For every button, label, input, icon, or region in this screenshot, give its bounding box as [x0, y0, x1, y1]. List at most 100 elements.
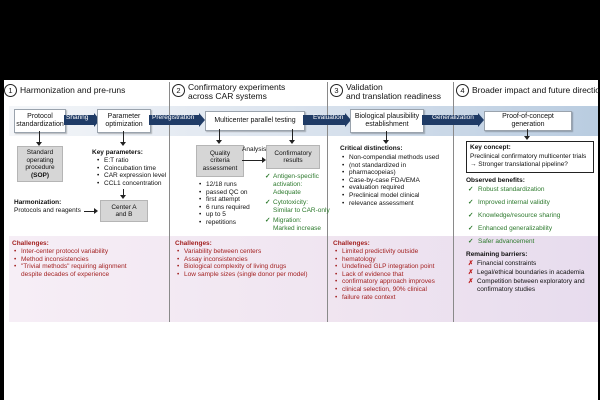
col2-challenges-title: Challenges: [175, 240, 212, 247]
sop-line1: Standard [26, 149, 54, 156]
col1-challenges-title: Challenges: [12, 240, 49, 247]
concept-arrowhead [524, 136, 530, 140]
benefit-item: Improved internal validity [478, 199, 550, 206]
params-connector [123, 131, 124, 144]
cross-icon: ✗ [468, 278, 474, 285]
qc-result-cont: repetitions [199, 219, 250, 227]
barrier-item: Financial constraints [477, 260, 537, 267]
sharing-label: Sharing [66, 114, 89, 121]
crit-text: relevance assessment [349, 199, 414, 207]
result-1-l2: activation: [273, 181, 303, 188]
col1-challenge-cont: despite decades of experience [21, 271, 110, 278]
challenge-cont: failure rate context [335, 294, 435, 302]
qc-results-list: 12/18 runs passed QC on first attempt 6 … [199, 181, 250, 227]
sop-box: Standard operating procedure (SOP) [17, 146, 63, 182]
qc-result-cont: first attempt [199, 196, 250, 204]
crit-text: (not standardized in [349, 161, 407, 169]
crit-cont: pharmacopeias) [342, 169, 439, 177]
quality-criteria-box: Quality criteria assessment [196, 145, 244, 177]
param-opt-line2: optimization [105, 121, 143, 128]
center-ab-box: Center A and B [100, 200, 148, 222]
key-param-item: CCL1 concentration [97, 180, 166, 188]
check-icon: ✓ [265, 217, 271, 224]
column-divider-2 [327, 82, 328, 322]
key-concept-line2: → Stronger translational pipeline? [470, 161, 568, 168]
sop-line4: (SOP) [30, 171, 50, 179]
key-parameters-title: Key parameters: [92, 149, 143, 156]
step-3-number: 3 [330, 84, 343, 97]
challenge-item: "Trivial methods" requiring alignment [14, 263, 127, 271]
challenge-text: hematology [342, 255, 376, 263]
challenge-text: failure rate context [342, 293, 396, 301]
qc-line1: Quality [209, 149, 231, 157]
crit-connector [386, 131, 387, 142]
qc-result-text: first attempt [206, 196, 240, 204]
qc-result-text: repetitions [206, 218, 236, 226]
center-arrowhead [120, 195, 126, 199]
harmonization-connector [84, 211, 94, 212]
critical-distinctions-list: Non-compendial methods used (not standar… [342, 154, 439, 207]
challenge-item: Inter-center protocol variability [14, 248, 127, 256]
biological-plausibility-box: Biological plausibility establishment [350, 109, 424, 133]
confirm-line2: results [283, 157, 303, 164]
params-arrowhead [120, 142, 126, 146]
step-4-number: 4 [456, 84, 469, 97]
challenge-item: Limited predictivity outside [335, 248, 435, 256]
analysis-label: Analysis [242, 146, 267, 153]
sop-line2: operating [26, 156, 54, 164]
check-icon: ✓ [468, 212, 474, 219]
qc-line3: assessment [202, 164, 238, 172]
challenge-item: Assay inconsistencies [177, 256, 308, 264]
center-ab-line1: Center A [111, 203, 137, 211]
crit-text: evaluation required [349, 184, 405, 192]
preregistration-arrow [149, 113, 205, 127]
crit-item: Case-by-case FDA/EMA [342, 177, 439, 185]
evaluation-label: Evaluation [313, 114, 344, 121]
challenge-item: Method inconsistencies [14, 256, 127, 264]
qc-connector [219, 129, 220, 142]
qc-result-cont: up to 5 [199, 211, 250, 219]
check-icon: ✓ [468, 225, 474, 232]
check-icon: ✓ [468, 238, 474, 245]
multicenter-testing-box: Multicenter parallel testing [205, 111, 305, 131]
crit-cont: (not standardized in [342, 162, 439, 170]
key-param-item: CAR expression level [97, 172, 166, 180]
sop-line3: procedure [25, 164, 55, 171]
qc-result-text: passed QC on [206, 188, 248, 196]
challenge-item: Low sample sizes (single donor per model… [177, 271, 308, 279]
center-connector [123, 189, 124, 196]
check-icon: ✓ [265, 199, 271, 206]
crit-item: Preclinical model clinical [342, 192, 439, 200]
step-2-title-line2: across CAR systems [188, 91, 267, 101]
step-2-number: 2 [172, 84, 185, 97]
result-1-l1: Antigen-specific [273, 173, 319, 180]
step-4-title: Broader impact and future directions [472, 85, 600, 95]
result-3-l1: Migration: [273, 217, 302, 224]
cross-icon: ✗ [468, 260, 474, 267]
challenge-cont: confirmatory approach improves [335, 278, 435, 286]
generalization-arrow [422, 113, 484, 127]
protocol-std-line2: standardization [16, 121, 64, 128]
qc-result-item: 6 runs required [199, 204, 250, 212]
result-2-l1: Cytotoxicity: [273, 199, 309, 206]
challenge-item: Lack of evidence that [335, 271, 435, 279]
challenge-cont: clinical selection, 90% clinical [335, 286, 435, 294]
analysis-arrowhead [262, 157, 266, 163]
bio-plaus-line1: Biological plausibility [354, 113, 420, 120]
qc-result-text: up to 5 [206, 211, 226, 219]
proof-of-concept-box: Proof-of-concept generation [484, 111, 572, 131]
qc-arrowhead [216, 140, 222, 144]
crit-arrowhead [383, 140, 389, 144]
observed-benefits-title: Observed benefits: [466, 177, 525, 184]
barrier-item: Legal/ethical boundaries in academia [477, 269, 585, 276]
col2-challenges-list: Variability between centers Assay incons… [177, 248, 308, 278]
remaining-barriers-title: Remaining barriers: [466, 251, 528, 258]
challenge-cont: hematology [335, 256, 435, 264]
result-1-l3: Adequate [273, 189, 301, 196]
step-1-title: Harmonization and pre-runs [20, 85, 126, 95]
harmonization-text: Protocols and reagents [14, 207, 81, 214]
barrier-item: Competition between exploratory and [477, 278, 585, 285]
harmonization-arrowhead [94, 208, 98, 214]
benefit-item: Knowledge/resource sharing [478, 212, 561, 219]
step-3-title-line1: Validation [346, 82, 383, 92]
